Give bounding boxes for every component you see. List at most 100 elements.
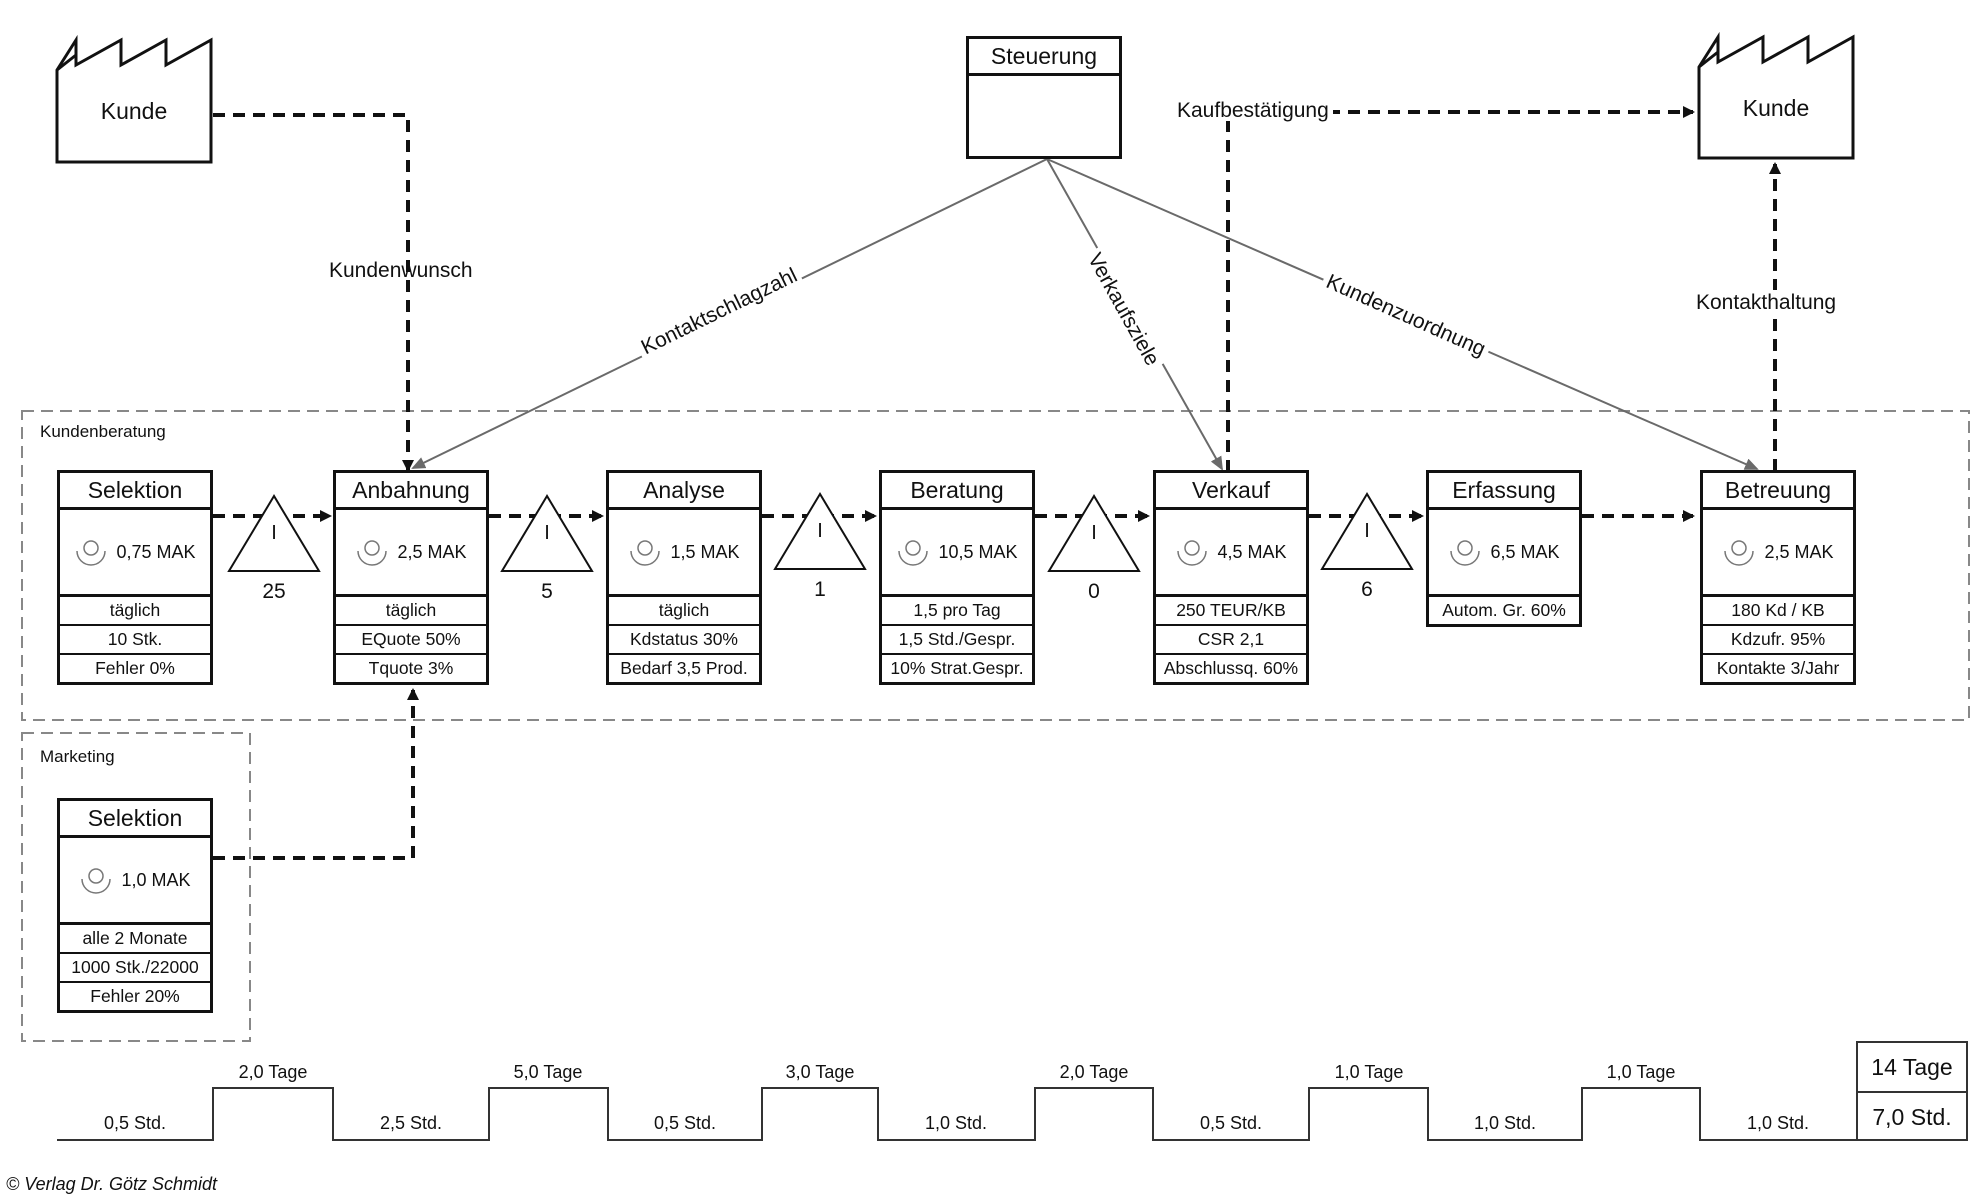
inventory-count: 5 — [541, 580, 553, 603]
group-kundenberatung-boundary — [21, 410, 1970, 721]
process-box-anbahnung: Anbahnung 2,5 MAK täglich EQuote 50% Tqu… — [333, 470, 489, 685]
process-staff: 4,5 MAK — [1156, 510, 1306, 597]
inventory-symbol: I — [817, 520, 823, 542]
process-title: Analyse — [609, 473, 759, 510]
inventory-triangle-3 — [773, 492, 867, 570]
customer-right-factory-icon — [1697, 31, 1855, 160]
inventory-symbol: I — [271, 522, 277, 544]
process-attr-row: 1000 Stk./22000 — [60, 954, 210, 983]
timeline-wait-time: 2,0 Tage — [238, 1062, 308, 1082]
process-box-marketing-selektion: Selektion 1,0 MAK alle 2 Monate 1000 Stk… — [57, 798, 213, 1013]
operator-icon — [357, 540, 388, 566]
process-staff: 2,5 MAK — [336, 510, 486, 597]
customer-left-factory-icon — [55, 34, 213, 164]
operator-icon — [630, 540, 661, 566]
operator-icon — [81, 868, 112, 894]
total-lead-time: 14 Tage — [1858, 1043, 1966, 1093]
process-staff: 2,5 MAK — [1703, 510, 1853, 597]
inventory-symbol: I — [1091, 522, 1097, 544]
customer-right-label: Kunde — [1742, 95, 1810, 121]
process-title: Selektion — [60, 801, 210, 838]
inventory-triangle-2 — [500, 494, 594, 572]
operator-icon — [1177, 540, 1208, 566]
flow-label-kontakthaltung: Kontakthaltung — [1694, 290, 1839, 315]
process-title: Beratung — [882, 473, 1032, 510]
process-title: Anbahnung — [336, 473, 486, 510]
timeline-step-line — [57, 1087, 1856, 1141]
customer-left-label: Kunde — [100, 98, 168, 124]
process-staff: 6,5 MAK — [1429, 510, 1579, 597]
process-attr-row: Kdstatus 30% — [609, 626, 759, 655]
process-attr-row: Kdzufr. 95% — [1703, 626, 1853, 655]
inventory-symbol: I — [1364, 520, 1370, 542]
flow-marketing-arrow — [213, 688, 419, 860]
process-mak: 10,5 MAK — [938, 541, 1018, 562]
inventory-count: 1 — [814, 578, 826, 601]
timeline-process-time: 0,5 Std. — [653, 1113, 717, 1133]
process-mak: 2,5 MAK — [397, 541, 467, 562]
inventory-symbol: I — [544, 522, 550, 544]
process-attr-row: Kontakte 3/Jahr — [1716, 658, 1840, 678]
process-attr-row: Tquote 3% — [368, 658, 454, 678]
process-attr-row: 1,5 Std./Gespr. — [882, 626, 1032, 655]
process-mak: 1,5 MAK — [670, 541, 740, 562]
process-attr-row: Autom. Gr. 60% — [1442, 600, 1566, 620]
control-box: Steuerung — [966, 36, 1122, 159]
timeline-process-time: 1,0 Std. — [1746, 1113, 1810, 1133]
group-label-marketing: Marketing — [40, 747, 115, 766]
process-mak: 1,0 MAK — [121, 869, 191, 890]
timeline-wait-time: 1,0 Tage — [1334, 1062, 1404, 1082]
flow-kundenwunsch-arrow — [213, 113, 414, 472]
process-attr-row: Fehler 0% — [95, 658, 175, 678]
inventory-triangle-5 — [1320, 492, 1414, 570]
inventory-triangle-1 — [227, 494, 321, 572]
operator-icon — [1724, 540, 1755, 566]
process-mak: 2,5 MAK — [1764, 541, 1834, 562]
control-title: Steuerung — [969, 39, 1119, 76]
process-mak: 6,5 MAK — [1490, 541, 1560, 562]
process-box-betreuung: Betreuung 2,5 MAK 180 Kd / KB Kdzufr. 95… — [1700, 470, 1856, 685]
timeline-wait-time: 3,0 Tage — [785, 1062, 855, 1082]
timeline-process-time: 0,5 Std. — [103, 1113, 167, 1133]
process-box-beratung: Beratung 10,5 MAK 1,5 pro Tag 1,5 Std./G… — [879, 470, 1035, 685]
process-staff: 0,75 MAK — [60, 510, 210, 597]
copyright-note: © Verlag Dr. Götz Schmidt — [6, 1174, 217, 1194]
process-box-verkauf: Verkauf 4,5 MAK 250 TEUR/KB CSR 2,1 Absc… — [1153, 470, 1309, 685]
process-mak: 0,75 MAK — [116, 541, 196, 562]
process-title: Erfassung — [1429, 473, 1579, 510]
process-attr-row: 1,5 pro Tag — [882, 597, 1032, 626]
process-box-analyse: Analyse 1,5 MAK täglich Kdstatus 30% Bed… — [606, 470, 762, 685]
process-attr-row: alle 2 Monate — [60, 925, 210, 954]
flow-label-kaufbestaetigung: Kaufbestätigung — [1173, 100, 1333, 121]
process-title: Selektion — [60, 473, 210, 510]
timeline-process-time: 1,0 Std. — [1473, 1113, 1537, 1133]
process-attr-row: CSR 2,1 — [1156, 626, 1306, 655]
process-attr-row: Fehler 20% — [90, 986, 180, 1006]
timeline-wait-time: 1,0 Tage — [1606, 1062, 1676, 1082]
timeline-totals-box: 14 Tage 7,0 Std. — [1856, 1041, 1968, 1141]
flow-label-kundenwunsch: Kundenwunsch — [329, 259, 473, 282]
process-attr-row: täglich — [336, 597, 486, 626]
group-marketing-boundary — [21, 732, 251, 1042]
process-attr-row: täglich — [60, 597, 210, 626]
process-staff: 1,5 MAK — [609, 510, 759, 597]
process-attr-row: 10 Stk. — [60, 626, 210, 655]
inventory-count: 25 — [262, 580, 286, 603]
process-attr-row: Bedarf 3,5 Prod. — [620, 658, 748, 678]
process-title: Betreuung — [1703, 473, 1853, 510]
timeline-process-time: 1,0 Std. — [924, 1113, 988, 1133]
process-staff: 1,0 MAK — [60, 838, 210, 925]
timeline-process-time: 0,5 Std. — [1199, 1113, 1263, 1133]
process-attr-row: täglich — [609, 597, 759, 626]
operator-icon — [1450, 540, 1481, 566]
timeline-wait-time: 5,0 Tage — [513, 1062, 583, 1082]
process-attr-row: 250 TEUR/KB — [1156, 597, 1306, 626]
operator-icon — [76, 540, 107, 566]
inventory-triangle-4 — [1047, 494, 1141, 572]
process-mak: 4,5 MAK — [1217, 541, 1287, 562]
timeline-process-time: 2,5 Std. — [379, 1113, 443, 1133]
process-title: Verkauf — [1156, 473, 1306, 510]
process-attr-row: Abschlussq. 60% — [1163, 658, 1299, 678]
